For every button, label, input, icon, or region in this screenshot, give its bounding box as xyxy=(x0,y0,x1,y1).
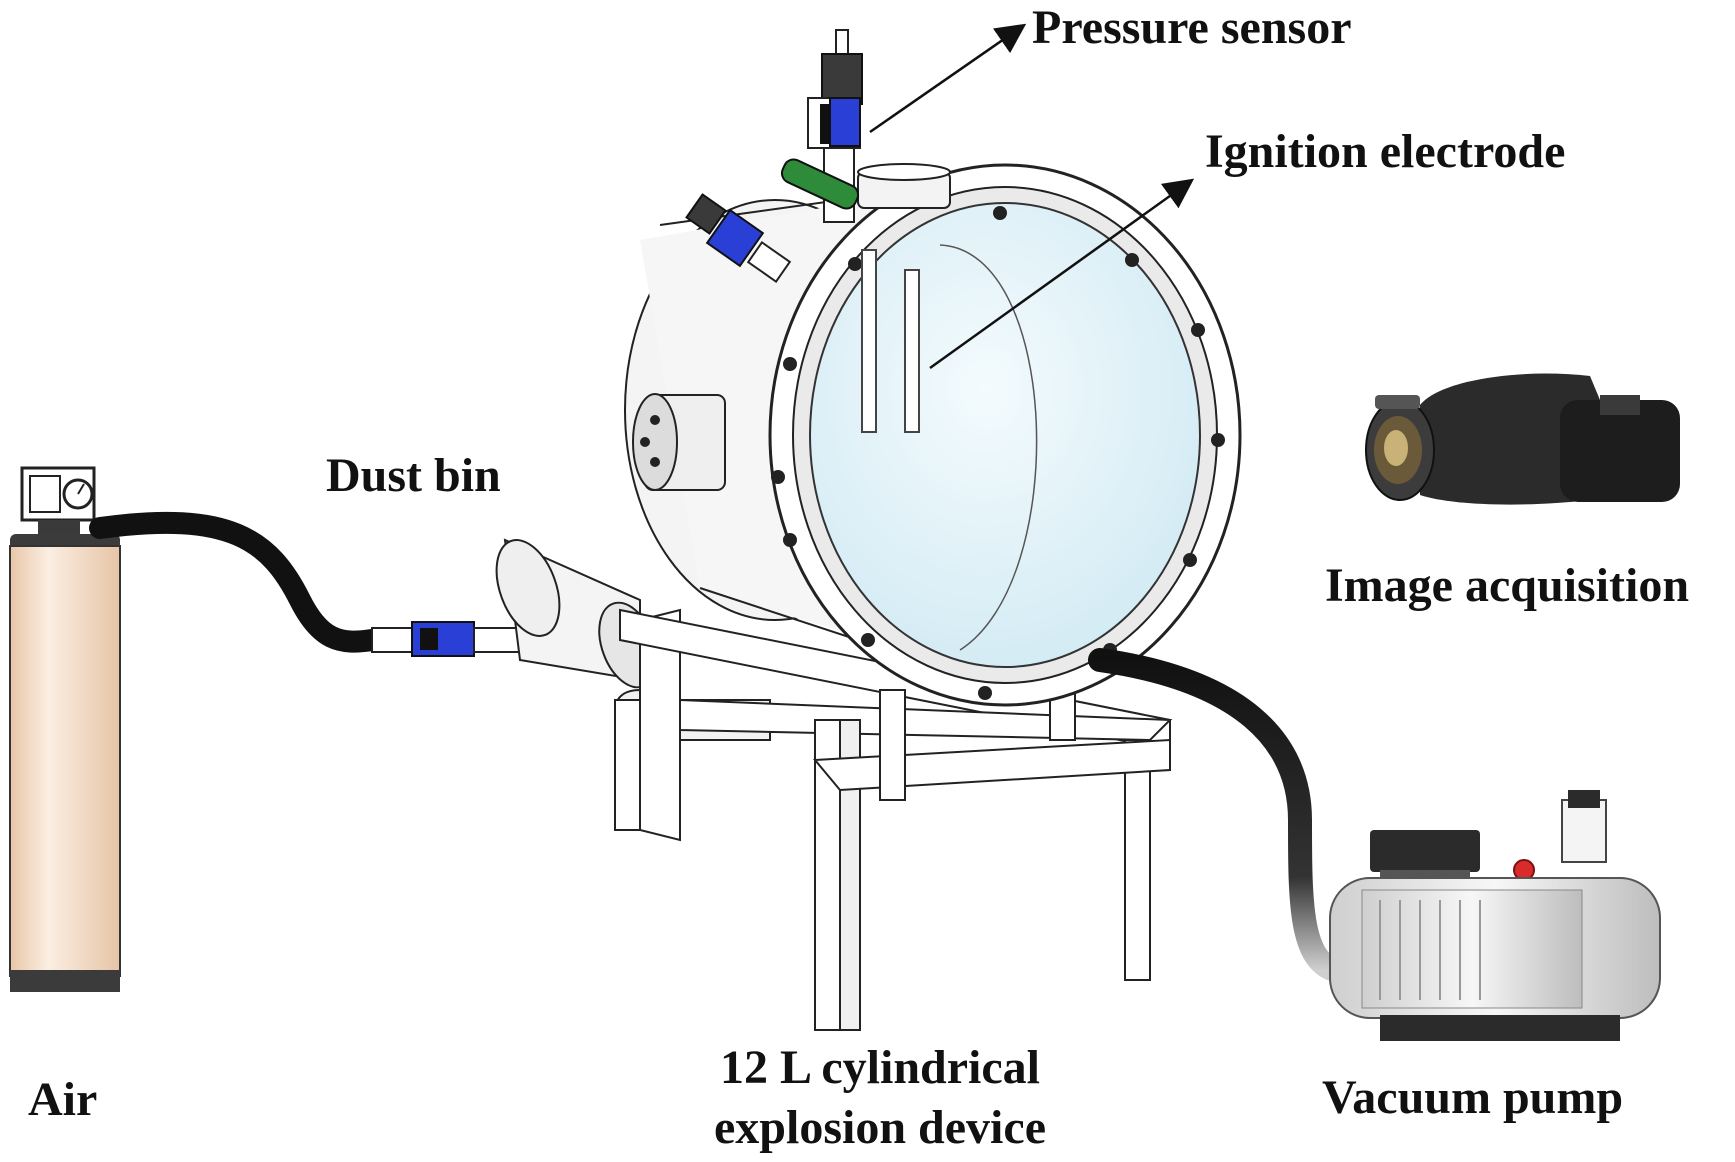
vacuum-hose xyxy=(1088,648,1347,982)
pressure-sensor-label: Pressure sensor xyxy=(1032,1,1352,54)
dust-bin-label: Dust bin xyxy=(326,449,501,502)
camera-icon xyxy=(1365,373,1680,505)
dust-bin-valve xyxy=(371,621,535,657)
top-port xyxy=(857,163,951,209)
explosion-chamber xyxy=(624,163,1242,707)
device-label-line1: 12 L cylindrical xyxy=(719,1041,1040,1094)
air-cylinder xyxy=(9,466,121,992)
device-label-line2: explosion device xyxy=(714,1101,1046,1154)
air-hose xyxy=(89,511,383,653)
vacuum-pump xyxy=(1329,790,1661,1041)
vacuum-pump-label: Vacuum pump xyxy=(1322,1071,1624,1124)
image-acquisition-label: Image acquisition xyxy=(1325,559,1690,612)
air-label: Air xyxy=(28,1073,98,1126)
pressure-sensor-arrow xyxy=(869,23,1027,134)
ignition-electrodes xyxy=(861,249,920,433)
side-sensor xyxy=(685,193,792,283)
flange-bolts xyxy=(771,206,1225,700)
stand xyxy=(614,608,1173,1031)
ignition-electrode-label: Ignition electrode xyxy=(1205,125,1566,178)
pressure-sensor xyxy=(807,29,863,223)
ignition-electrode-arrow xyxy=(929,178,1195,370)
green-valve xyxy=(780,158,860,210)
